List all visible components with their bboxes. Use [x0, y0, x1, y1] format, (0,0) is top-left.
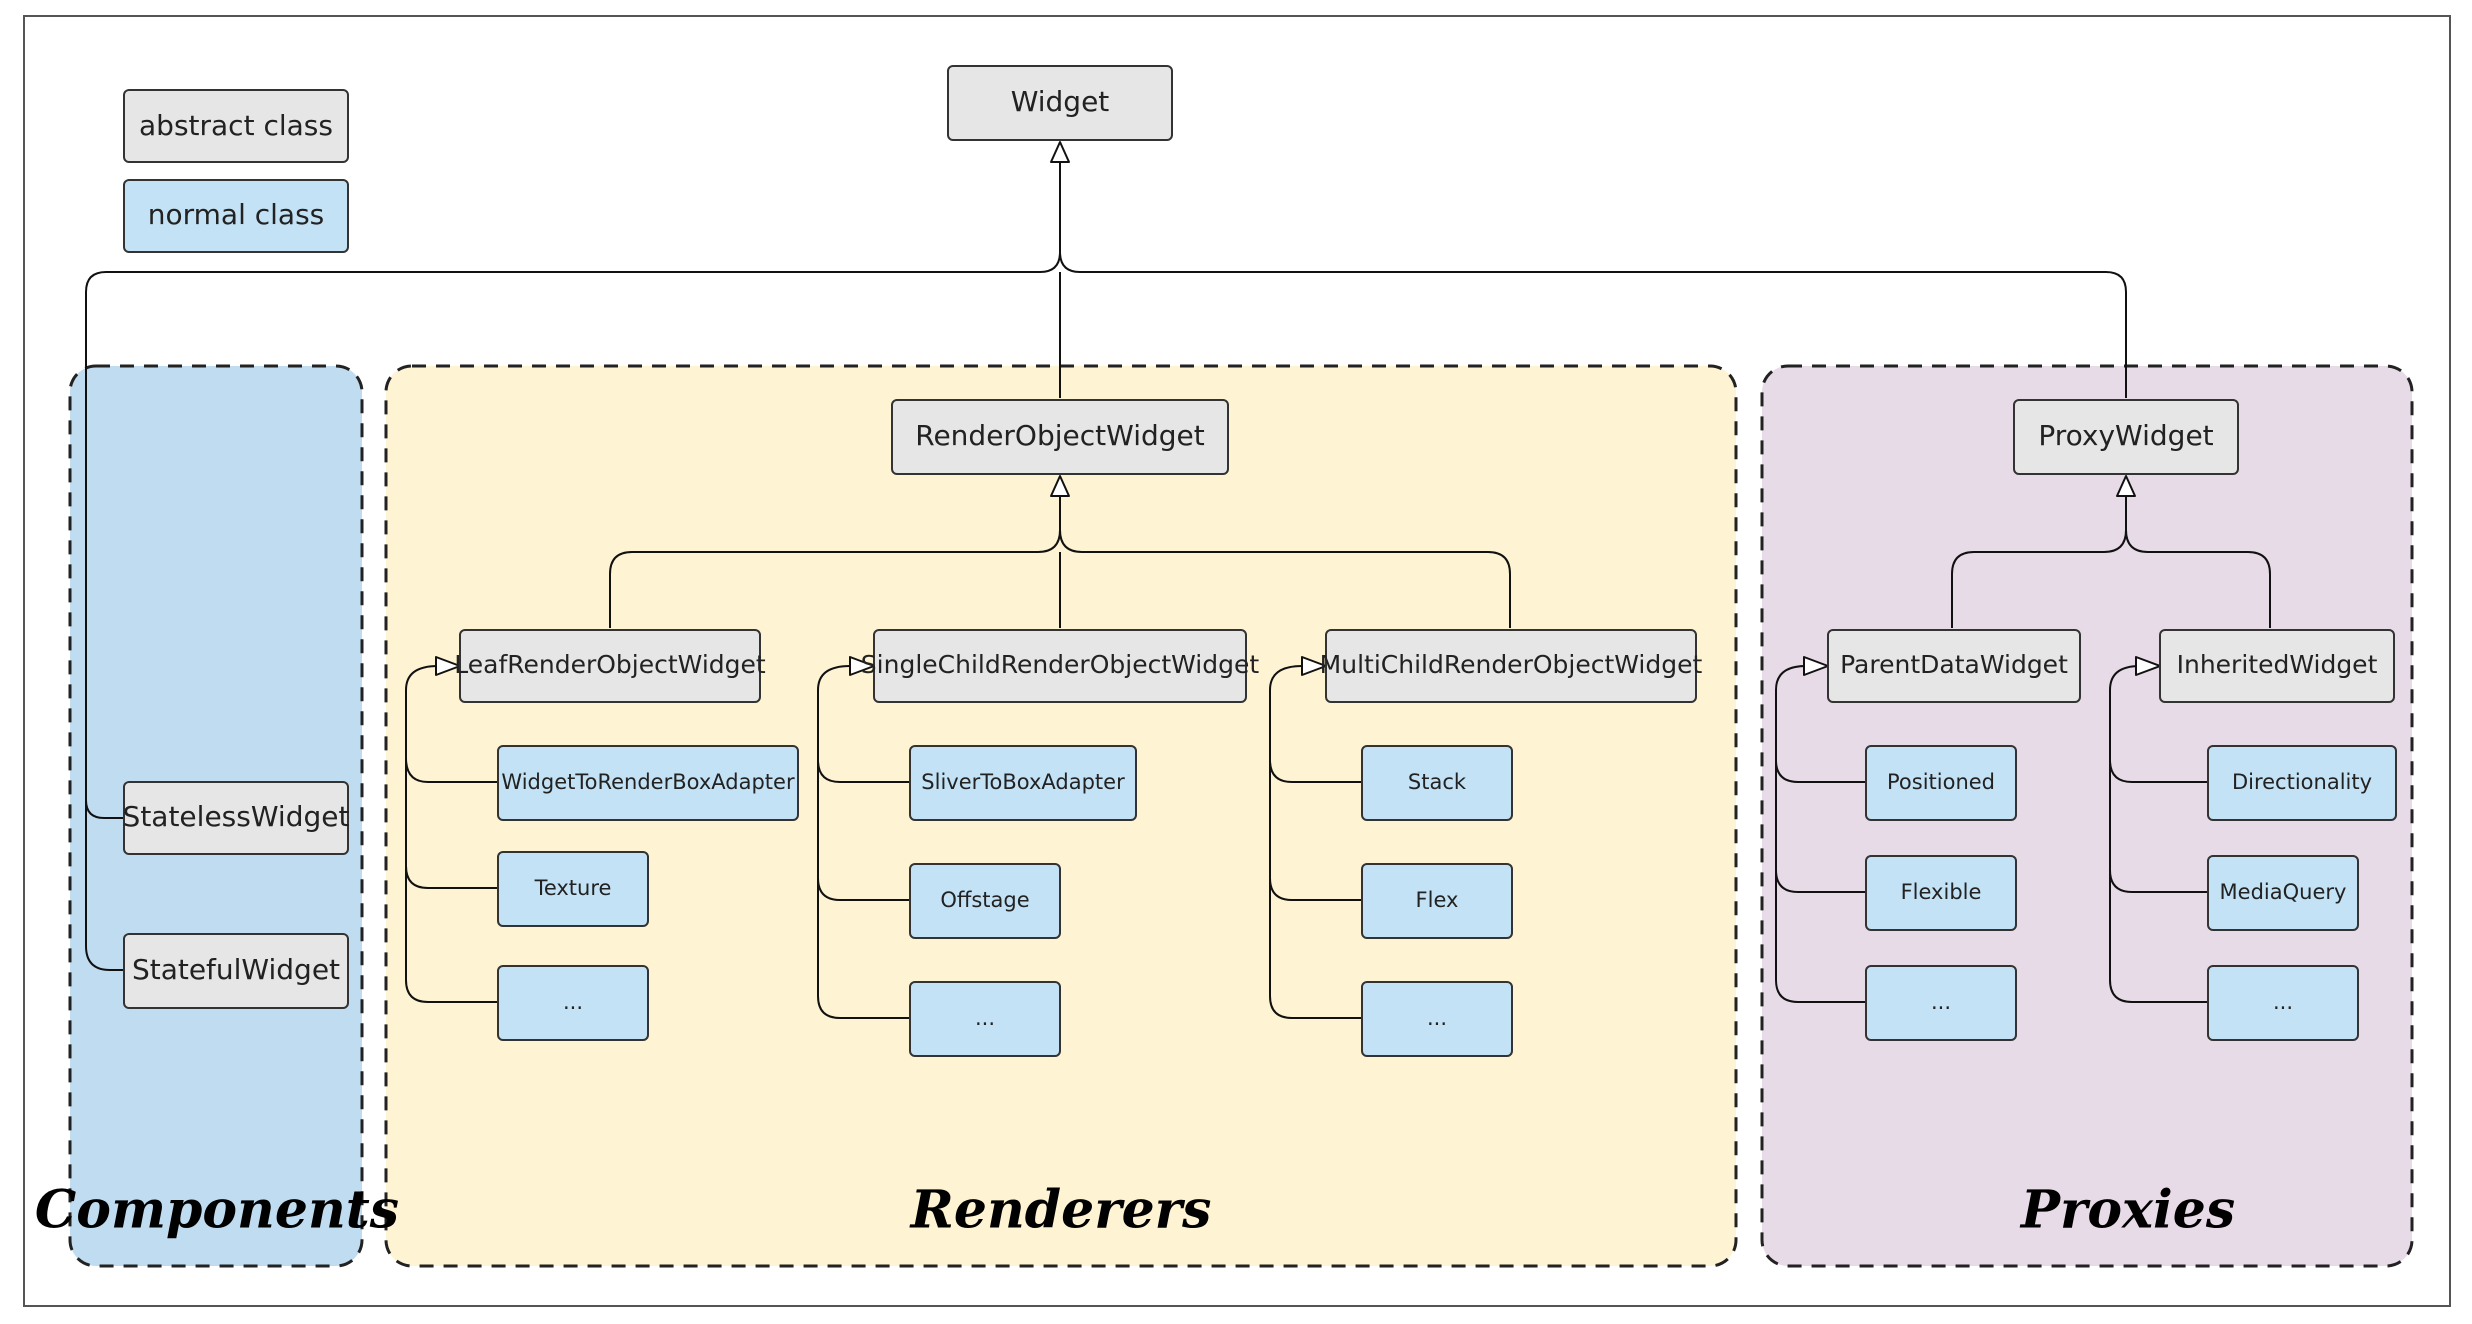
widget-box	[947, 65, 1173, 141]
leaf-render-object-widget-label: LeafRenderObjectWidget	[454, 650, 766, 679]
single-child-box	[909, 981, 1061, 1057]
single-child-label: Offstage	[940, 888, 1029, 912]
inherited-child-box	[2207, 965, 2359, 1041]
parent-data-child-label: ...	[1931, 990, 1951, 1014]
multi-child-box	[1361, 981, 1513, 1057]
render-object-widget-box	[891, 399, 1229, 475]
stateful-widget-box	[123, 933, 349, 1009]
components-region-title: Components	[35, 1180, 399, 1241]
leaf-render-object-widget-box	[459, 629, 761, 703]
render-object-inheritance-line	[609, 496, 1511, 628]
render-object-widget-label: RenderObjectWidget	[915, 419, 1204, 452]
stateless-widget-box	[123, 781, 349, 855]
legend-normal-box	[123, 179, 349, 253]
render-object-inherit-arrow	[1050, 475, 1070, 497]
proxy-widget-label: ProxyWidget	[2038, 419, 2213, 452]
multi-child-label: ...	[1427, 1006, 1447, 1030]
legend-abstract-label: abstract class	[139, 109, 333, 142]
parent-data-child-box	[1865, 745, 2017, 821]
proxy-inherit-arrow	[2116, 475, 2136, 497]
proxy-inheritance-line	[1951, 496, 2271, 628]
multi-child-label: Flex	[1416, 888, 1459, 912]
single-children-line	[817, 665, 910, 1019]
widget-label: Widget	[1011, 85, 1110, 118]
single-child-label: SliverToBoxAdapter	[921, 770, 1125, 794]
leaf-inherit-arrow	[435, 656, 461, 676]
widget-inherit-arrow	[1050, 141, 1070, 163]
parent-data-widget-box	[1827, 629, 2081, 703]
inherited-widget-label: InheritedWidget	[2177, 650, 2378, 679]
multi-child-render-object-widget-box	[1325, 629, 1697, 703]
leaf-child-label: ...	[563, 990, 583, 1014]
inherited-child-label: Directionality	[2232, 770, 2372, 794]
proxy-widget-box	[2013, 399, 2239, 475]
single-child-box	[909, 745, 1137, 821]
single-child-render-object-widget-box	[873, 629, 1247, 703]
multi-children-line	[1269, 665, 1362, 1019]
leaf-child-box	[497, 965, 649, 1041]
parent-data-child-label: Flexible	[1901, 880, 1982, 904]
proxies-region-title: Proxies	[2019, 1180, 2235, 1241]
inherited-child-label: ...	[2273, 990, 2293, 1014]
inherited-children-line	[2109, 665, 2208, 1003]
multi-child-box	[1361, 863, 1513, 939]
parent-data-child-box	[1865, 965, 2017, 1041]
multi-inherit-arrow	[1301, 656, 1327, 676]
multi-child-render-object-widget-label: MultiChildRenderObjectWidget	[1320, 650, 1703, 679]
single-child-box	[909, 863, 1061, 939]
stateless-widget-label: StatelessWidget	[123, 800, 350, 833]
inherited-child-box	[2207, 745, 2397, 821]
parent-data-child-box	[1865, 855, 2017, 931]
parent-data-inherit-arrow	[1803, 656, 1829, 676]
single-child-render-object-widget-label: SingleChildRenderObjectWidget	[861, 650, 1260, 679]
parent-data-children-line	[1775, 665, 1866, 1003]
diagram-frame	[23, 15, 2451, 1307]
stateful-widget-label: StatefulWidget	[132, 953, 340, 986]
leaf-child-label: WidgetToRenderBoxAdapter	[501, 770, 795, 794]
single-inherit-arrow	[849, 656, 875, 676]
leaf-child-label: Texture	[534, 876, 612, 900]
leaf-child-box	[497, 851, 649, 927]
renderers-region-title: Renderers	[909, 1180, 1212, 1241]
inherited-child-box	[2207, 855, 2359, 931]
parent-data-widget-label: ParentDataWidget	[1840, 650, 2068, 679]
parent-data-child-label: Positioned	[1887, 770, 1995, 794]
legend-normal-label: normal class	[148, 198, 325, 231]
leaf-children-line	[405, 665, 498, 1003]
multi-child-label: Stack	[1408, 770, 1467, 794]
inherited-child-label: MediaQuery	[2220, 880, 2347, 904]
legend-abstract-box	[123, 89, 349, 163]
single-child-label: ...	[975, 1006, 995, 1030]
widget-inheritance-line	[85, 162, 2127, 971]
inherited-widget-box	[2159, 629, 2395, 703]
inherited-inherit-arrow	[2135, 656, 2161, 676]
leaf-child-box	[497, 745, 799, 821]
multi-child-box	[1361, 745, 1513, 821]
